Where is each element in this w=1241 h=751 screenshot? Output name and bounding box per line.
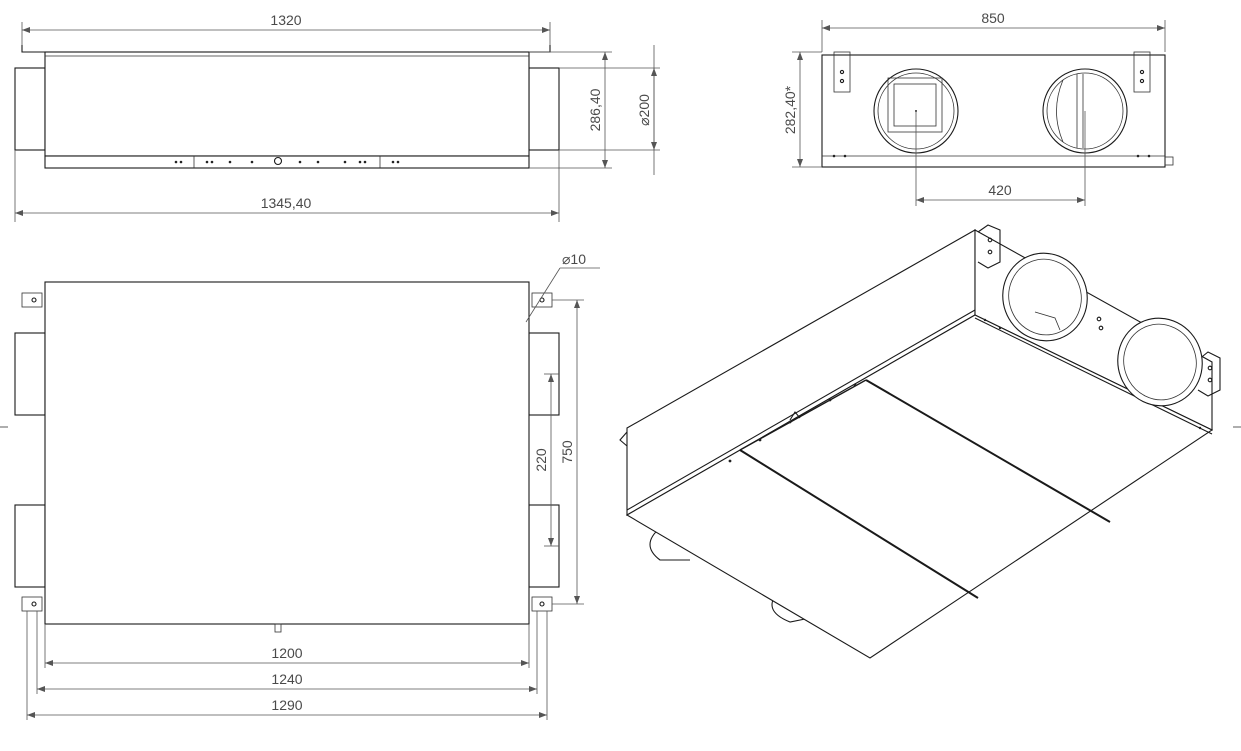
front-bottom-rail (44, 155, 530, 169)
iso-spigot-right (1117, 317, 1203, 407)
isometric-view (619, 224, 1221, 659)
dim-front-width-bottom: 1345,40 (261, 195, 312, 211)
dim-plan-body-length: 1200 (271, 645, 302, 661)
dim-plan-bracket-depth: 750 (559, 440, 575, 464)
dim-plan-overall-length: 1290 (271, 697, 302, 713)
dim-side-height: 282,40* (782, 85, 798, 134)
dim-front-height: 286,40 (587, 88, 603, 131)
side-body (821, 54, 1166, 168)
front-right-spigot (528, 67, 560, 151)
iso-spigot-left (1002, 252, 1088, 342)
iso-bottom-face (625, 314, 1214, 659)
dim-side-width: 850 (981, 10, 1005, 26)
side-view: 850 282,40* 420 (782, 10, 1174, 206)
dim-plan-spigot-spacing: 220 (533, 448, 549, 472)
dim-front-width-top: 1320 (270, 12, 301, 28)
front-view: 1320 1345,40 286,40 ⌀200 (14, 12, 660, 222)
dim-front-duct-diameter: ⌀200 (636, 94, 652, 126)
dim-side-spigot-spacing: 420 (988, 182, 1012, 198)
plan-view: ⌀10 750 220 1200 1240 1290 (14, 251, 600, 720)
front-body (44, 51, 530, 157)
dim-plan-hole-diameter: ⌀10 (562, 251, 586, 267)
plan-body (44, 281, 530, 625)
dim-plan-bracket-length: 1240 (271, 671, 302, 687)
front-left-spigot (14, 67, 46, 151)
